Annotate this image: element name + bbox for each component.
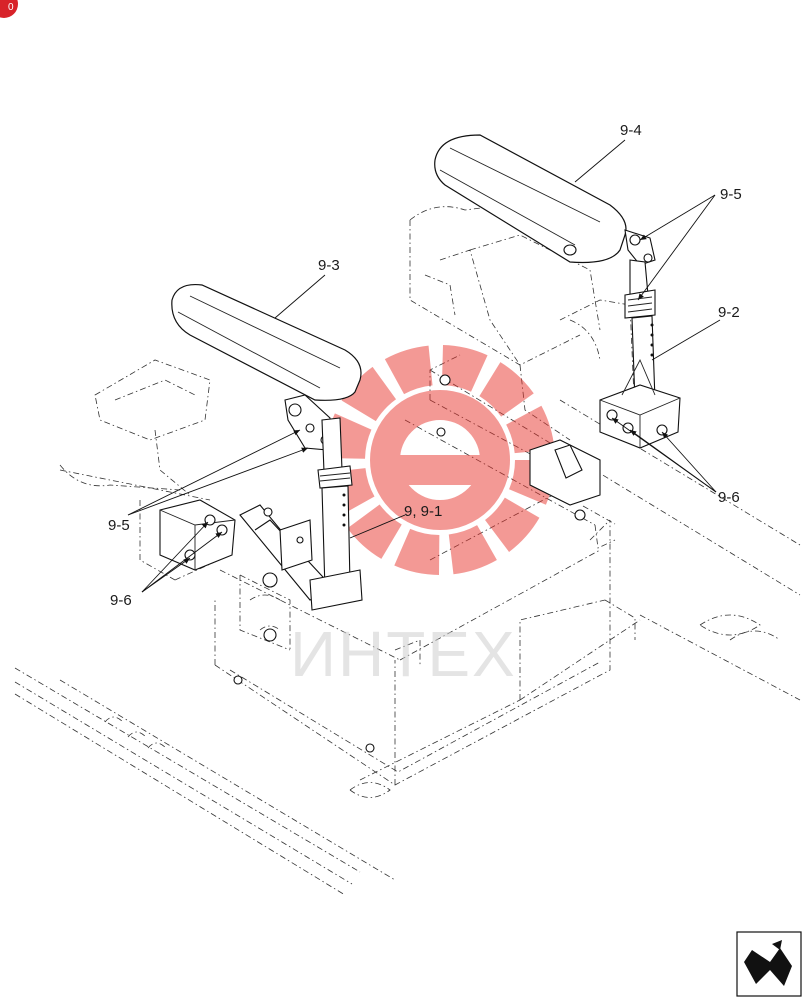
callout-labels: 9-4 9-5 9-3 9-2 9-5 9, 9-1 9-6 9-6: [108, 122, 742, 609]
leader-lines: [127, 139, 721, 593]
base-frame: [14, 204, 801, 896]
callout-9-5-left: 9-5: [108, 517, 130, 534]
corner-badge-label: 0: [8, 2, 14, 13]
callout-9-2: 9-2: [718, 304, 740, 321]
corner-badge[interactable]: 0: [0, 0, 18, 18]
callout-9-6-right: 9-6: [718, 489, 740, 506]
armrest-right[interactable]: [434, 134, 681, 449]
callout-9-9-1: 9, 9-1: [404, 503, 442, 520]
next-page-arrow-icon[interactable]: [736, 931, 802, 997]
callout-9-3: 9-3: [318, 257, 340, 274]
callout-9-6-left: 9-6: [110, 592, 132, 609]
watermark-logo: [325, 345, 555, 575]
watermark-text: ИНТЕХ: [290, 618, 517, 690]
armrest-left[interactable]: [159, 283, 601, 753]
callout-9-5-right: 9-5: [720, 186, 742, 203]
callout-9-4: 9-4: [620, 122, 642, 139]
